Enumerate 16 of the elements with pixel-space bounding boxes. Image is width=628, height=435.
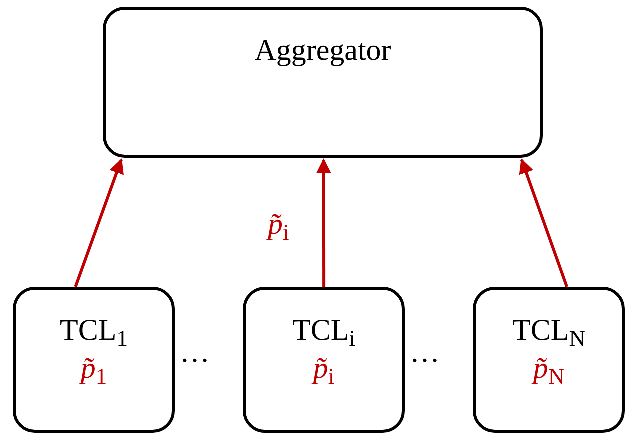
node-title: TCL$_{1}$ bbox=[60, 313, 128, 350]
ellipsis-label: … bbox=[410, 335, 440, 371]
tcl-box bbox=[243, 287, 405, 433]
node-variable: p̃$_{i}$ bbox=[313, 351, 335, 388]
node-variable: p̃$_{N}$ bbox=[533, 351, 565, 388]
node-title: Aggregator bbox=[254, 33, 392, 69]
arrow bbox=[74, 158, 124, 288]
node-title: TCL$_{i}$ bbox=[292, 313, 356, 350]
arrow bbox=[316, 158, 332, 287]
tcl-box bbox=[13, 287, 175, 433]
arrow bbox=[519, 158, 568, 288]
node-title: TCL$_{N}$ bbox=[512, 313, 586, 350]
tcl-box bbox=[473, 287, 625, 433]
aggregator-box bbox=[103, 7, 543, 158]
ellipsis-label: … bbox=[180, 335, 210, 371]
node-variable: p̃$_{1}$ bbox=[80, 351, 108, 388]
